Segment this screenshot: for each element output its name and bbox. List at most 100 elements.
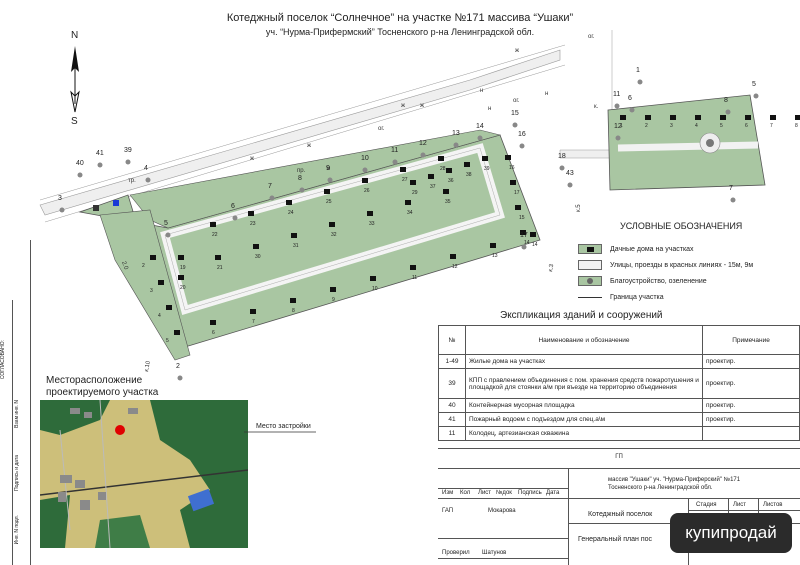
house-3	[670, 115, 676, 120]
house-7	[770, 115, 776, 120]
plot-number: 3	[670, 123, 673, 129]
side-approval-strip: СОГЛАСОВАНО: Взам инв. N Подпись и дата …	[0, 240, 31, 565]
house-7	[250, 309, 256, 314]
table-row: 1-49 Жилые дома на участках проектир.	[438, 354, 800, 369]
survey-point-label: 8	[724, 97, 728, 104]
house-25	[324, 189, 330, 194]
survey-point	[77, 172, 83, 178]
drawing-code: ГП	[615, 454, 623, 460]
plan-subtitle: уч. “Нурма-Прифермский” Тосненского р-на…	[265, 27, 535, 37]
southwest-parcel	[99, 209, 191, 361]
table-row: 40 Контейнерная мусорная площадка проект…	[438, 398, 800, 413]
survey-point	[477, 135, 483, 141]
survey-point-label: 3	[58, 195, 62, 202]
map-word-k3: к.3	[548, 263, 555, 272]
plot-number: 14	[524, 240, 530, 246]
map-word-n1: н	[327, 166, 330, 172]
explication-table: № Наименование и обозначение Примечание …	[438, 325, 800, 441]
survey-point	[59, 207, 65, 213]
gap-name: Мокарова	[488, 508, 516, 514]
survey-point	[453, 142, 459, 148]
survey-point	[420, 152, 426, 158]
legend-item-houses: Дачные дома на участках	[578, 243, 694, 255]
legend-title: УСЛОВНЫЕ ОБОЗНАЧЕНИЯ	[620, 221, 743, 231]
plot-number: 19	[180, 265, 186, 271]
house-11	[410, 265, 416, 270]
survey-point-label: 39	[124, 147, 132, 154]
plot-number: 32	[331, 232, 337, 238]
street-swatch-icon	[578, 260, 602, 270]
plot-number: 2	[142, 263, 145, 269]
plot-number: 39	[484, 166, 490, 172]
house-21	[215, 255, 221, 260]
survey-point	[519, 143, 525, 149]
houses-layer	[150, 115, 800, 335]
house-5	[720, 115, 726, 120]
map-word-pr: пр.	[297, 168, 306, 174]
survey-point	[125, 159, 131, 165]
survey-point-label: 11	[391, 147, 398, 154]
map-word-og3: ог.	[378, 126, 385, 132]
plot-number: 6	[745, 123, 748, 129]
house-32	[329, 222, 335, 227]
survey-point-label: 13	[452, 130, 460, 137]
map-word-k5: к.5	[576, 204, 582, 212]
table-row: 11 Колодец, артезианская скважина	[438, 426, 800, 441]
house-6	[210, 320, 216, 325]
survey-point-label: 7	[268, 183, 272, 190]
house-14	[520, 230, 526, 235]
map-word-k: к.	[594, 104, 599, 110]
survey-point	[177, 375, 183, 381]
survey-point-label: 4	[144, 165, 148, 172]
house-5	[174, 330, 180, 335]
survey-point	[232, 215, 238, 221]
house-24	[286, 200, 292, 205]
survey-point	[567, 182, 573, 188]
plot-number: 25	[326, 199, 332, 205]
survey-point	[614, 103, 620, 109]
plot-number: 28	[440, 166, 446, 172]
plot-number: 15	[519, 215, 525, 221]
house-22	[210, 222, 216, 227]
survey-point-label: 14	[476, 123, 484, 130]
house-8	[795, 115, 800, 120]
checker-role: Проверил	[442, 550, 470, 556]
house-36	[446, 168, 452, 173]
survey-point-label: 40	[76, 160, 84, 167]
plot-number: 21	[217, 265, 223, 271]
survey-point	[327, 177, 333, 183]
plot-number: 10	[372, 286, 378, 292]
survey-point-label: 5	[752, 81, 756, 88]
plot-number: 5	[166, 338, 169, 344]
plot-number: 29	[412, 190, 418, 196]
map-word-zh4: ж	[515, 48, 519, 54]
survey-point-label: 17	[520, 232, 528, 239]
survey-point	[629, 107, 635, 113]
house-34	[405, 200, 411, 205]
table-header: № Наименование и обозначение Примечание	[438, 325, 800, 355]
house-9	[330, 287, 336, 292]
map-word-og2: ог.	[513, 98, 520, 104]
plot-number: 24	[288, 210, 294, 216]
plot-number: 7	[252, 319, 255, 325]
checker-name: Шатунов	[482, 550, 507, 556]
plot-number: 2	[645, 123, 648, 129]
map-word-zh1: ж	[250, 156, 254, 162]
plot-number: 37	[430, 184, 436, 190]
plot-number: 9	[332, 297, 335, 303]
plot-number: 5	[720, 123, 723, 129]
survey-point	[145, 177, 151, 183]
plot-number: 8	[795, 123, 798, 129]
plot-number: 12	[452, 264, 458, 270]
house-12	[450, 254, 456, 259]
plot-number: 31	[293, 243, 299, 249]
col-note: Примечание	[702, 325, 800, 355]
gap-role: ГАП	[442, 508, 454, 514]
house-28	[438, 156, 444, 161]
compass: N S	[64, 30, 86, 130]
plot-number: 26	[364, 188, 370, 194]
legend-item-boundary: Граница участка	[578, 291, 664, 303]
plot-number: 33	[369, 221, 375, 227]
